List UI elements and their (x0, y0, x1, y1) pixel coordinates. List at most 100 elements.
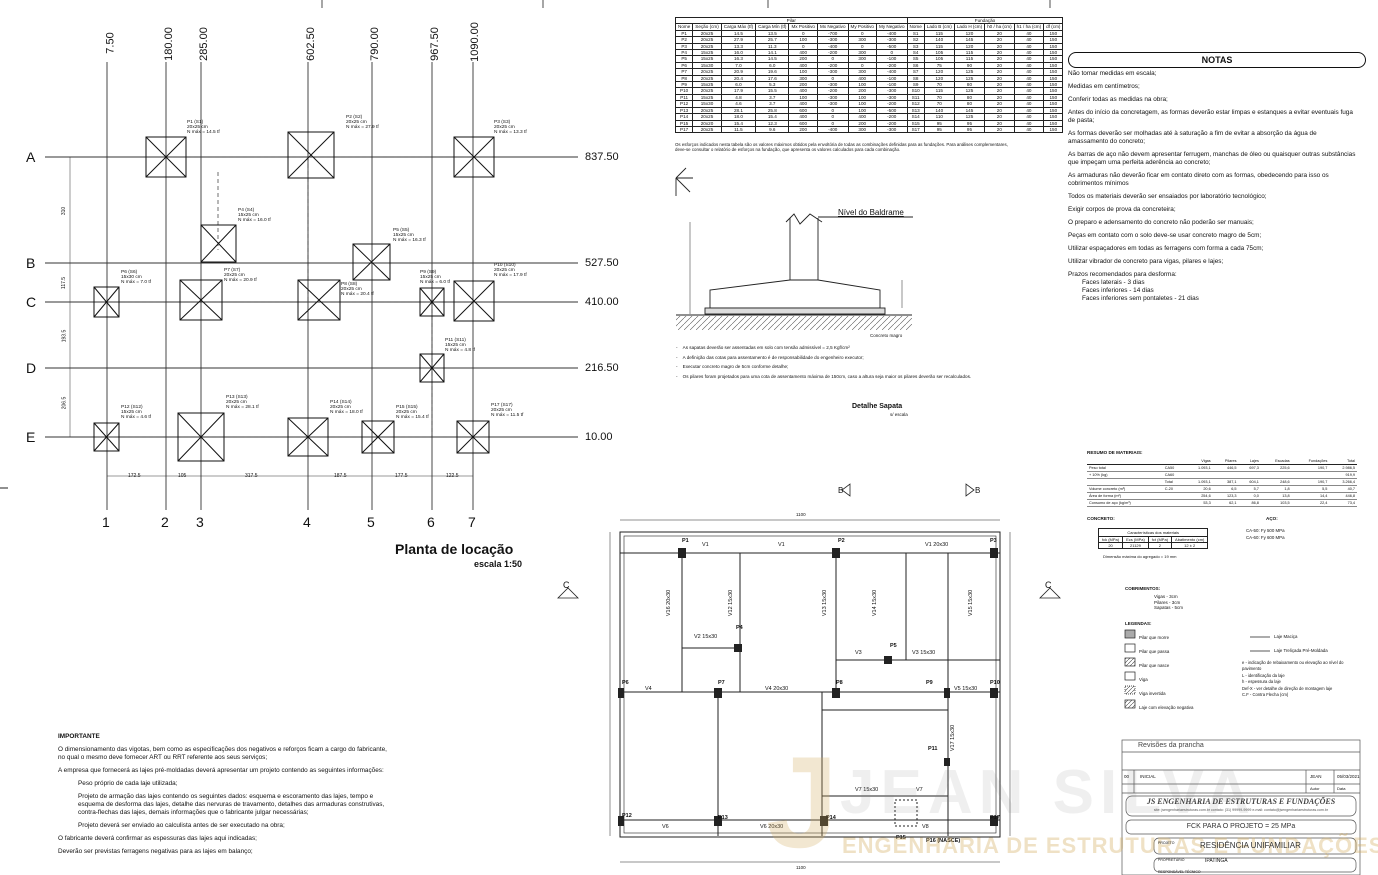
pillar-table-header: df (cm) (1043, 23, 1064, 31)
dim-label: 206.5 (61, 396, 68, 410)
pillar-table-header: My Positivo (847, 23, 877, 31)
dim-label: 172.5 (128, 473, 141, 479)
row-level: 410.00 (585, 296, 619, 308)
pillar-table-header: h1 / ha (cm) (1013, 23, 1045, 31)
pillar-table-header: Nome (674, 23, 694, 31)
pillar-table-note: Os esforços indicados nesta tabela são o… (675, 142, 1008, 152)
location-plan (45, 62, 578, 510)
legend-symbols (1124, 629, 1270, 709)
row-letter: A (26, 149, 36, 165)
row-letter: E (26, 429, 36, 445)
baldrame-label: Nível do Baldrame (838, 208, 904, 217)
pillar-table-header: Carga Mín (tf) (755, 23, 790, 31)
plan-scale: escala 1:50 (474, 559, 523, 569)
company-name: JS ENGENHARIA DE ESTRUTURAS E FUNDAÇÕES (1146, 797, 1336, 806)
pillar-table-header: h0 / ha (cm) (984, 23, 1015, 31)
axis-top-label: 790.00 (368, 27, 381, 61)
dim-label: 317.5 (245, 473, 258, 479)
row-level: 837.50 (585, 151, 619, 163)
axis-top-label: 602.50 (304, 27, 317, 61)
project-name: RESIDÊNCIA UNIFAMILIAR (1200, 841, 1301, 850)
company-contact: site: jsengenhariaestruturas.com.br cont… (1153, 808, 1329, 812)
axis-number: 7 (468, 514, 476, 530)
row-letter: B (26, 255, 36, 271)
dim-label: 105 (178, 473, 187, 479)
row-letter: D (26, 360, 37, 376)
dim-label: 177.5 (395, 473, 408, 479)
dim-label: 310 (61, 206, 68, 216)
watermark-name: JEAN SILVA (840, 758, 1256, 827)
agregado-note: Dimensão máxima do agregado = 19 mm (1103, 554, 1177, 559)
detail-title: Detalhe Sapata (852, 403, 903, 410)
aco-title: AÇO: (1266, 516, 1278, 521)
pillar-table-header: Lado B (cm) (923, 23, 955, 31)
dim-label: 193.5 (61, 329, 68, 343)
formwork-plan (557, 483, 1061, 863)
materials-characteristics: Características dos materiais fck (MPa)E… (1097, 528, 1209, 549)
detail-notes: - As sapatas deverão ser assentadas em s… (676, 345, 972, 379)
plan-title: Planta de locação (395, 541, 514, 557)
cobrimentos-list: Vigas - 3cm Pilares - 3cm Sapatas - 5cm (1154, 594, 1184, 611)
row-letter: C (26, 294, 37, 310)
axis-number: 1 (102, 514, 110, 530)
dim-label: 117.5 (61, 276, 68, 290)
project-location: IPATINGA (1205, 858, 1228, 864)
row-level: 216.50 (585, 362, 619, 374)
axis-top-label: 180.00 (162, 27, 175, 61)
dim-label: 187.5 (334, 473, 347, 479)
materials-title: RESUMO DE MATERIAIS: (1087, 450, 1143, 455)
axis-top-label: 967.50 (428, 27, 441, 61)
concreto-title: CONCRETO: (1087, 516, 1115, 521)
axis-number: 5 (367, 514, 375, 530)
pillar-table-header: Mx Negativo (816, 23, 849, 31)
legend-laje-trelicada: Laje Treliçada Pré-Moldada (1274, 648, 1328, 653)
pillar-table-header: Mx Positivo (788, 23, 818, 31)
cut-label: C (1045, 580, 1052, 590)
aco-list: CA-50: Fy 500 MPa CA-60: Fy 600 MPa (1246, 528, 1285, 540)
row-level: 10.00 (585, 431, 613, 443)
legend-laje-macica: Laje Maciça (1274, 634, 1298, 639)
legendas-title: LEGENDAS: (1125, 621, 1152, 626)
notes-list: Não tomar medidas em escala; Medidas em … (1068, 70, 1356, 302)
cobrimentos-title: COBRIMENTOS: (1125, 586, 1161, 591)
pillar-table-header: Nome (906, 23, 925, 31)
title-block (1121, 739, 1361, 875)
cut-label: C (563, 580, 570, 590)
axis-number: 4 (303, 514, 311, 530)
detail-scale: s/ escala (890, 412, 908, 417)
cut-label: B (975, 486, 981, 495)
